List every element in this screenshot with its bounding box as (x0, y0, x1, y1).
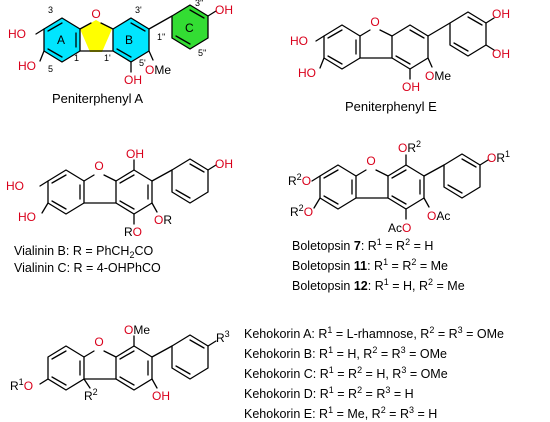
hydroxyl-label: HO (8, 27, 26, 41)
compound-name-kehokorin-d: Kehokorin D: R1 = R2 = R3 = H (244, 385, 414, 401)
substituent-label: OR1 (487, 149, 510, 165)
compound-name-kehokorin-c: Kehokorin C: R1 = R2 = H, R3 = OMe (244, 365, 448, 381)
oxygen-atom: O (94, 335, 103, 349)
hydroxyl-label: OH (215, 3, 233, 17)
ring-a-fill (44, 18, 80, 62)
ring-b-label: B (125, 33, 133, 47)
hydroxyl-label: HO (290, 34, 308, 48)
methoxy-label: OMe (145, 63, 171, 77)
hydroxyl-label: HO (18, 210, 36, 224)
methoxy-label: OMe (124, 323, 150, 337)
oxygen-atom: O (91, 7, 100, 21)
position-label: 5' (139, 58, 146, 68)
ring-c-label: C (185, 21, 194, 35)
ester-label: OR (154, 213, 172, 227)
acetoxy-label: AcO (388, 221, 411, 235)
ring-b-fill (113, 18, 149, 62)
vialinin-structure: O OH OH HO HO RO OR Vialinin B: R = PhCH… (6, 147, 233, 275)
compound-name-peniterphenyl-a: Peniterphenyl A (52, 91, 143, 106)
boletopsin-structure: O OR2 OR1 R2O R2O AcO OAc Boletopsin 7: … (288, 139, 510, 293)
position-label: 1' (104, 53, 111, 63)
compound-name-boletopsin-11: Boletopsin 11: R1 = R2 = Me (292, 257, 448, 273)
compound-name-vialinin-b: Vialinin B: R = PhCH2CO (14, 244, 153, 260)
hydroxyl-label: OH (126, 147, 144, 161)
methoxy-label: OMe (425, 69, 451, 83)
hydroxyl-label: HO (18, 59, 36, 73)
position-label: 5 (48, 64, 53, 74)
hydroxyl-label: OH (152, 389, 170, 403)
furan-ring-fill (80, 20, 112, 52)
hydroxyl-label: OH (402, 80, 420, 94)
acetoxy-label: OAc (427, 209, 450, 223)
oxygen-atom: O (366, 154, 375, 168)
substituent-label: OR2 (398, 139, 421, 155)
position-label: 1 (74, 53, 79, 63)
position-label: 1'' (157, 32, 166, 42)
compound-name-kehokorin-e: Kehokorin E: R1 = Me, R2 = R3 = H (244, 405, 437, 421)
position-label: 3' (135, 5, 142, 15)
substituent-label: R3 (216, 329, 230, 345)
hydroxyl-label: OH (492, 47, 510, 61)
hydroxyl-label: HO (6, 179, 24, 193)
hydroxyl-label: OH (215, 157, 233, 171)
peniterphenyl-e-structure: O HO HO OH OMe OH OH Peniterphenyl E (290, 7, 510, 114)
oxygen-atom: O (94, 159, 103, 173)
hydroxyl-label: OH (124, 73, 142, 87)
ring-a-label: A (57, 33, 65, 47)
substituent-label: R1O (10, 377, 33, 393)
ester-label: RO (124, 225, 142, 239)
hydroxyl-label: HO (298, 66, 316, 80)
oxygen-atom: O (370, 15, 379, 29)
position-label: 3 (48, 5, 53, 15)
compound-name-peniterphenyl-e: Peniterphenyl E (345, 99, 437, 114)
position-label: 5'' (198, 48, 207, 58)
kehokorin-structure: O OMe R3 R1O R2 OH Kehokorin A: R1 = L-r… (10, 323, 504, 421)
hydroxyl-label: OH (492, 7, 510, 21)
substituent-label: R2O (288, 172, 311, 188)
compound-name-kehokorin-b: Kehokorin B: R1 = H, R2 = R3 = OMe (244, 345, 447, 361)
compound-name-boletopsin-7: Boletopsin 7: R1 = R2 = H (292, 237, 433, 253)
compound-name-vialinin-c: Vialinin C: R = 4-OHPhCO (14, 261, 161, 275)
peniterphenyl-a-structure: O HO HO OH OMe OH A B C 3 5 1 1' 3' 5' 1… (8, 0, 233, 106)
ring-c-fill (172, 5, 208, 49)
position-label: 3'' (195, 0, 204, 8)
compound-name-kehokorin-a: Kehokorin A: R1 = L-rhamnose, R2 = R3 = … (244, 325, 504, 341)
compound-name-boletopsin-12: Boletopsin 12: R1 = H, R2 = Me (292, 277, 465, 293)
substituent-label: R2 (84, 387, 98, 403)
substituent-label: R2O (290, 203, 313, 219)
